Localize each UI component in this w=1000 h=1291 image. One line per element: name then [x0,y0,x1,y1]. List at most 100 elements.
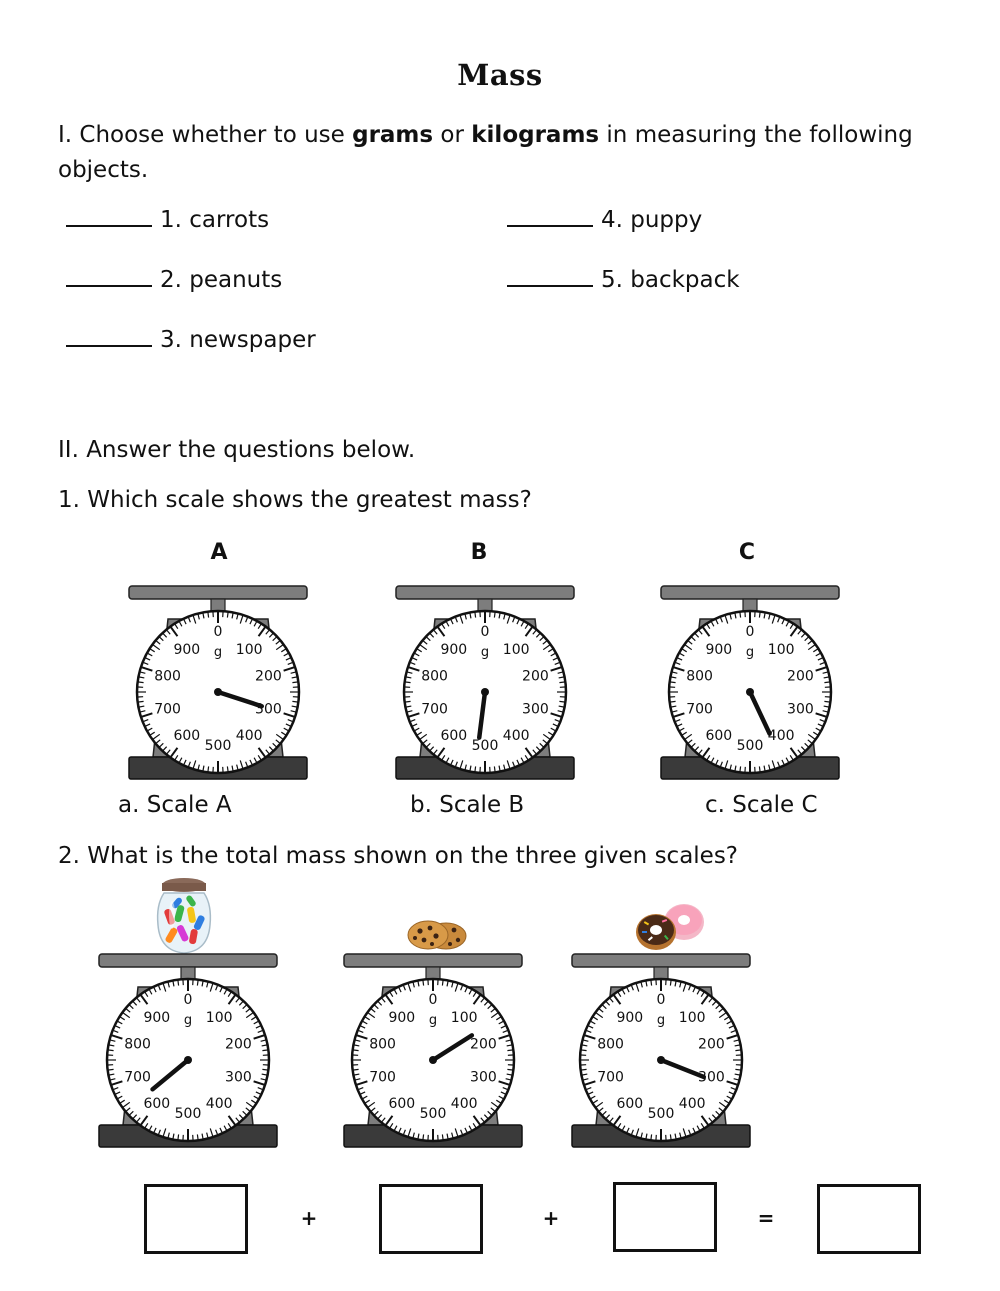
dial-label: 200 [225,1037,252,1053]
dial-label: 800 [597,1037,624,1053]
dial-label: 200 [522,669,549,685]
candy-jar-icon [150,875,218,961]
dial-unit: g [746,645,754,660]
dial-label: 300 [225,1069,252,1085]
dial-label: 800 [686,669,713,685]
dial-label: 600 [705,728,732,744]
scale-letter-b: B [470,540,488,565]
dial-label: 200 [470,1037,497,1053]
dial-unit: g [481,645,489,660]
dial-label: 700 [154,701,181,717]
list-item: 2. peanuts [66,266,282,293]
answer-box-1[interactable] [144,1184,248,1254]
dial-label: 700 [369,1069,396,1085]
dial-label: 900 [705,642,732,658]
dial-label: 400 [206,1096,233,1112]
scale-needle [747,689,772,736]
plus-sign: + [542,1206,560,1230]
answer-blank[interactable] [66,206,152,227]
scale-needle [215,689,264,709]
dial-unit: g [214,645,222,660]
dial-label: 300 [787,701,814,717]
answer-box-2[interactable] [379,1184,483,1254]
dial-label: 900 [440,642,467,658]
choice-c[interactable]: c. Scale C [705,792,818,818]
dial-label: 400 [236,728,263,744]
dial-label: 900 [173,642,200,658]
dial-label: 200 [698,1037,725,1053]
answer-blank[interactable] [66,326,152,347]
dial-label: 500 [737,738,764,754]
answer-blank[interactable] [66,266,152,287]
dial-label: 700 [686,701,713,717]
dial-label: 300 [698,1069,725,1085]
plus-sign: + [300,1206,318,1230]
scale-needle [430,1033,475,1063]
list-item: 3. newspaper [66,326,316,353]
dial-label: 800 [154,669,181,685]
dial-label: 100 [679,1010,706,1026]
dial-label: 600 [143,1096,170,1112]
dial-label: 600 [616,1096,643,1112]
dial-label: 700 [597,1069,624,1085]
dial-label: 0 [429,992,438,1008]
part1-instructions: I. Choose whether to use grams or kilogr… [58,122,913,183]
answer-blank[interactable] [507,206,593,227]
dial-label: 700 [421,701,448,717]
dial-label: 500 [205,738,232,754]
dial-label: 400 [451,1096,478,1112]
scale-letter-c: C [738,540,756,565]
list-item: 4. puppy [507,206,702,233]
dial-label: 800 [124,1037,151,1053]
cookies-icon [406,918,468,956]
donuts-icon [634,898,706,956]
list-item: 5. backpack [507,266,740,293]
dial-label: 800 [421,669,448,685]
dial-label: 100 [768,642,795,658]
equals-sign: = [757,1206,775,1230]
word-kilograms: kilograms [471,122,600,148]
dial-label: 900 [388,1010,415,1026]
dial-unit: g [429,1013,437,1028]
dial-label: 500 [648,1106,675,1122]
dial-label: 400 [503,728,530,744]
dial-label: 0 [214,624,223,640]
list-item: 1. carrots [66,206,269,233]
dial-label: 900 [616,1010,643,1026]
dial-unit: g [657,1013,665,1028]
answer-blank[interactable] [507,266,593,287]
dial-label: 900 [143,1010,170,1026]
choice-b[interactable]: b. Scale B [410,792,525,818]
word-grams: grams [352,122,434,148]
dial-label: 400 [768,728,795,744]
dial-label: 600 [440,728,467,744]
dial-label: 500 [420,1106,447,1122]
scale-needle [476,689,488,740]
dial-label: 500 [175,1106,202,1122]
answer-box-3[interactable] [613,1182,717,1252]
page-title: Mass [457,58,543,92]
choice-a[interactable]: a. Scale A [118,792,232,818]
dial-unit: g [184,1013,192,1028]
dial-label: 0 [657,992,666,1008]
dial-label: 400 [679,1096,706,1112]
dial-label: 0 [746,624,755,640]
scale-letter-a: A [210,540,228,565]
dial-label: 100 [236,642,263,658]
dial-label: 200 [787,669,814,685]
dial-label: 500 [472,738,499,754]
dial-label: 600 [388,1096,415,1112]
part2-heading: II. Answer the questions below. [58,437,416,463]
scale-needle [150,1057,191,1092]
dial-label: 600 [173,728,200,744]
dial-label: 700 [124,1069,151,1085]
dial-label: 0 [481,624,490,640]
dial-label: 100 [206,1010,233,1026]
answer-box-total[interactable] [817,1184,921,1254]
